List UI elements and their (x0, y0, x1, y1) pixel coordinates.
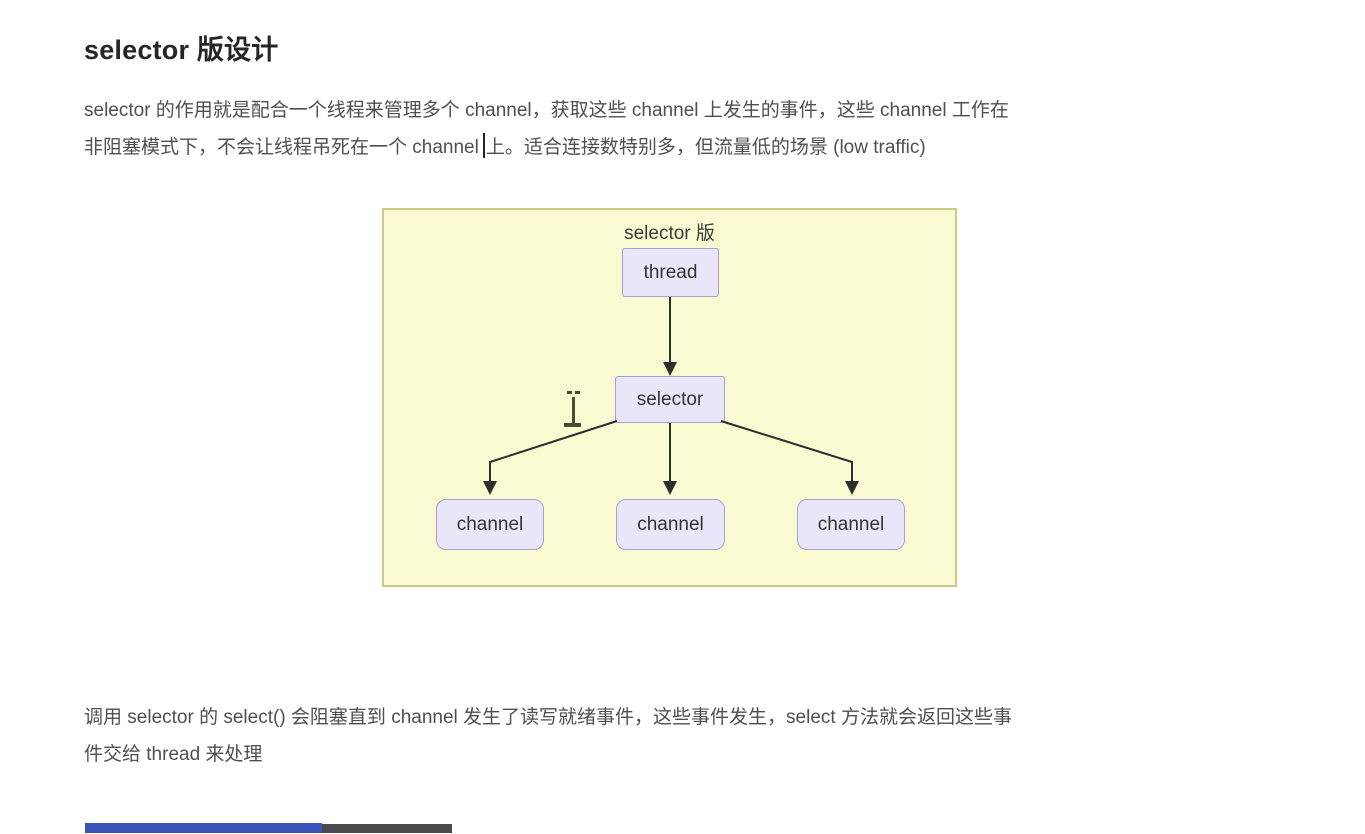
arrowhead (483, 481, 497, 495)
text-line-1: 调用 selector 的 select() 会阻塞直到 channel 发生了… (84, 707, 1012, 728)
arrowhead (663, 362, 677, 376)
text-after-caret: 上。适合连接数特别多，但流量低的场景 (low traffic) (485, 137, 926, 158)
progress-buffered-segment (322, 824, 452, 833)
text-cursor (482, 133, 485, 158)
text-line-1: selector 的作用就是配合一个线程来管理多个 channel，获取这些 c… (84, 100, 1009, 121)
paragraph-select-behavior[interactable]: 调用 selector 的 select() 会阻塞直到 channel 发生了… (84, 699, 1012, 773)
video-progress-bar[interactable] (0, 820, 1365, 834)
selector-node-label: selector (636, 388, 704, 410)
page-title[interactable]: selector 版设计 (84, 35, 279, 65)
diagram-title: selector 版 (624, 223, 715, 244)
channel-node-label: channel (637, 513, 704, 535)
channel-node-label: channel (456, 513, 524, 535)
text-line-2: 件交给 thread 来处理 (84, 744, 263, 765)
channel-node-label: channel (817, 513, 885, 535)
text-before-caret: 非阻塞模式下，不会让线程吊死在一个 channel (84, 137, 479, 158)
ibeam-cursor-icon (564, 391, 581, 427)
thread-node-label: thread (643, 261, 698, 283)
text-line-2: 非阻塞模式下，不会让线程吊死在一个 channel 上。适合连接数特别多，但流量低… (84, 129, 1009, 166)
arrow-selector-channel3 (720, 420, 853, 482)
channel-node-2: channel (616, 499, 725, 550)
arrowhead (663, 481, 677, 495)
arrow-selector-channel1 (489, 420, 618, 482)
selector-node: selector (615, 376, 725, 423)
selector-diagram-image[interactable]: selector 版 thread selector channel chann… (382, 208, 957, 587)
progress-played-segment[interactable] (85, 823, 322, 833)
channel-node-3: channel (797, 499, 905, 550)
paragraph-intro[interactable]: selector 的作用就是配合一个线程来管理多个 channel，获取这些 c… (84, 92, 1009, 166)
channel-node-1: channel (436, 499, 544, 550)
arrowhead (845, 481, 859, 495)
thread-node: thread (622, 248, 719, 297)
